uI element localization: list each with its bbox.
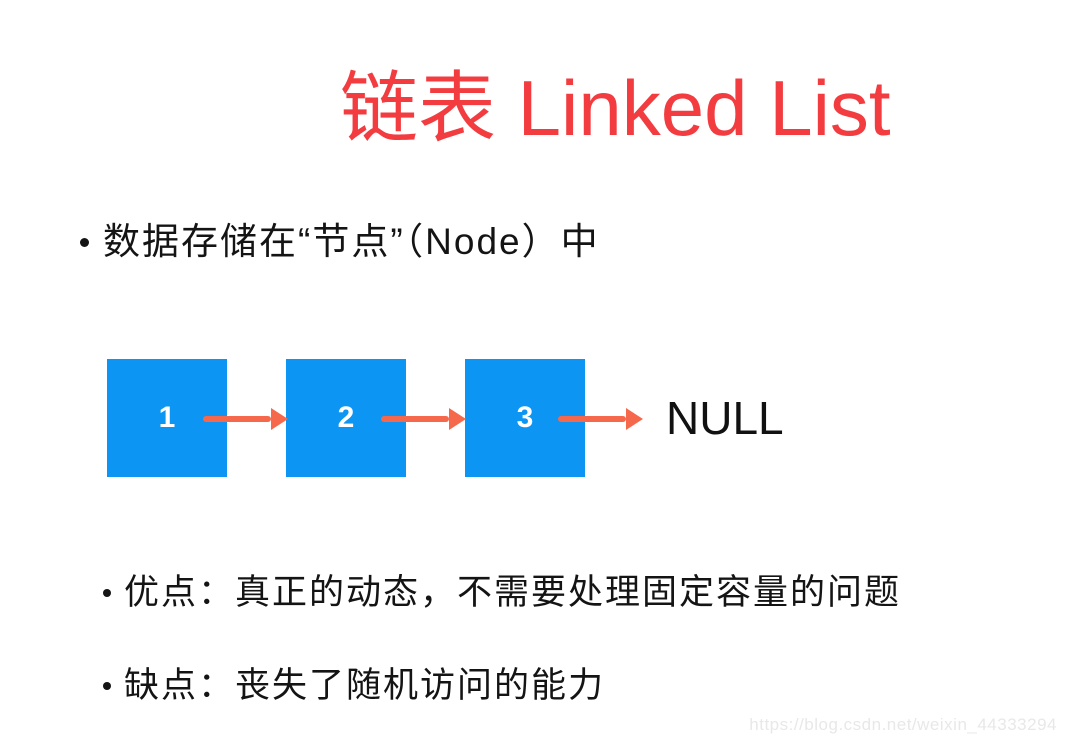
bullet-text: 优点：真正的动态，不需要处理固定容量的问题 xyxy=(124,573,902,612)
arrow-right-icon xyxy=(203,416,271,422)
null-terminator-label: NULL xyxy=(666,392,784,444)
bullet-item-node-storage: 数据存储在“节点”（Node）中 xyxy=(80,219,600,265)
bullet-text: 缺点：丧失了随机访问的能力 xyxy=(124,666,606,705)
bullet-item-disadvantage: 缺点：丧失了随机访问的能力 xyxy=(103,663,605,708)
page-title: 链表 Linked List xyxy=(340,64,891,152)
node-value: 1 xyxy=(158,401,176,434)
node-value: 3 xyxy=(516,401,534,434)
watermark-url: https://blog.csdn.net/weixin_44333294 xyxy=(749,715,1057,734)
bullet-item-advantage: 优点：真正的动态，不需要处理固定容量的问题 xyxy=(103,570,901,615)
node-value: 2 xyxy=(337,401,355,434)
bullet-text: 数据存储在“节点”（Node）中 xyxy=(103,221,600,262)
bullet-dot xyxy=(103,588,111,597)
arrow-right-icon xyxy=(558,416,626,422)
bullet-dot xyxy=(103,681,111,690)
arrow-right-icon xyxy=(381,416,449,422)
bullet-dot xyxy=(80,237,89,247)
